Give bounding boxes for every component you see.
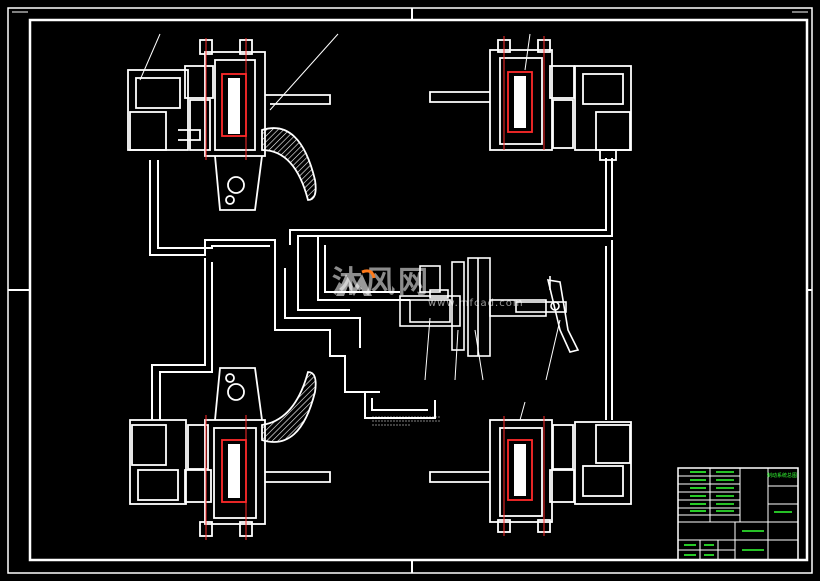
brake-pipe-network [139, 33, 613, 421]
drawing-frame [7, 7, 813, 574]
wheel-brake-rear-right [429, 416, 632, 536]
wheel-brake-front-right [429, 36, 632, 161]
wheel-brake-rear-left [129, 367, 331, 540]
title-block: 制动系统总图 [677, 467, 799, 561]
master-cylinder-booster [399, 257, 580, 357]
drawing-title: 制动系统总图 [767, 472, 797, 479]
wheel-brake-front-left [127, 38, 331, 211]
technical-notes [372, 416, 440, 426]
